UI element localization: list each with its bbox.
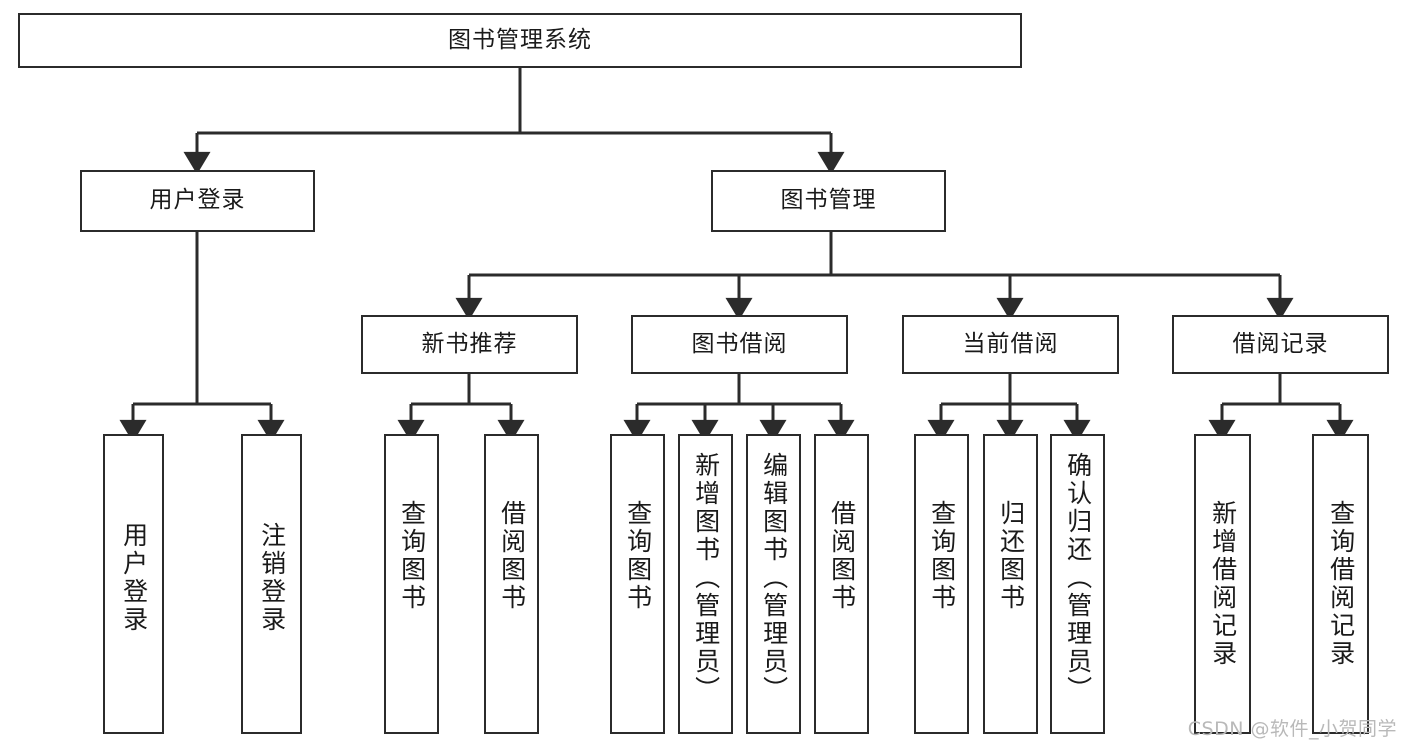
node-label: 查询图书 bbox=[927, 500, 957, 612]
node-book-borrow[interactable]: 图书借阅 bbox=[631, 315, 848, 374]
node-new-book-recommend[interactable]: 新书推荐 bbox=[361, 315, 578, 374]
node-leaf-borrow-book-2[interactable]: 借阅图书 bbox=[814, 434, 869, 734]
node-label: 归还图书 bbox=[996, 500, 1026, 612]
node-label: 确认归还（管理员） bbox=[1063, 452, 1093, 704]
node-book-management[interactable]: 图书管理 bbox=[711, 170, 946, 232]
node-leaf-add-record[interactable]: 新增借阅记录 bbox=[1194, 434, 1251, 734]
node-label: 新书推荐 bbox=[421, 330, 518, 357]
node-leaf-confirm-return[interactable]: 确认归还（管理员） bbox=[1050, 434, 1105, 734]
node-leaf-add-book[interactable]: 新增图书（管理员） bbox=[678, 434, 733, 734]
node-label: 图书借阅 bbox=[691, 330, 788, 357]
node-borrow-record[interactable]: 借阅记录 bbox=[1172, 315, 1389, 374]
node-label: 图书管理 bbox=[780, 187, 877, 214]
node-label: 图书管理系统 bbox=[448, 26, 592, 53]
node-leaf-return-book[interactable]: 归还图书 bbox=[983, 434, 1038, 734]
node-user-login[interactable]: 用户登录 bbox=[80, 170, 315, 232]
node-leaf-query-record[interactable]: 查询借阅记录 bbox=[1312, 434, 1369, 734]
node-current-borrow[interactable]: 当前借阅 bbox=[902, 315, 1119, 374]
node-label: 用户登录 bbox=[119, 522, 149, 634]
node-leaf-borrow-book-1[interactable]: 借阅图书 bbox=[484, 434, 539, 734]
node-root-system[interactable]: 图书管理系统 bbox=[18, 13, 1022, 68]
node-label: 编辑图书（管理员） bbox=[759, 452, 789, 704]
node-leaf-query-book-1[interactable]: 查询图书 bbox=[384, 434, 439, 734]
node-label: 借阅记录 bbox=[1232, 330, 1329, 357]
node-leaf-query-book-3[interactable]: 查询图书 bbox=[914, 434, 969, 734]
node-label: 借阅图书 bbox=[827, 500, 857, 612]
node-label: 查询图书 bbox=[397, 500, 427, 612]
node-leaf-logout[interactable]: 注销登录 bbox=[241, 434, 302, 734]
node-label: 新增借阅记录 bbox=[1208, 500, 1238, 668]
node-leaf-user-login[interactable]: 用户登录 bbox=[103, 434, 164, 734]
node-leaf-query-book-2[interactable]: 查询图书 bbox=[610, 434, 665, 734]
node-label: 查询图书 bbox=[623, 500, 653, 612]
node-label: 用户登录 bbox=[149, 187, 246, 214]
node-label: 借阅图书 bbox=[497, 500, 527, 612]
node-leaf-edit-book[interactable]: 编辑图书（管理员） bbox=[746, 434, 801, 734]
node-label: 注销登录 bbox=[257, 522, 287, 634]
watermark-text: CSDN @软件_小贺同学 bbox=[1187, 718, 1397, 740]
node-label: 查询借阅记录 bbox=[1326, 500, 1356, 668]
node-label: 当前借阅 bbox=[962, 330, 1059, 357]
node-label: 新增图书（管理员） bbox=[691, 452, 721, 704]
